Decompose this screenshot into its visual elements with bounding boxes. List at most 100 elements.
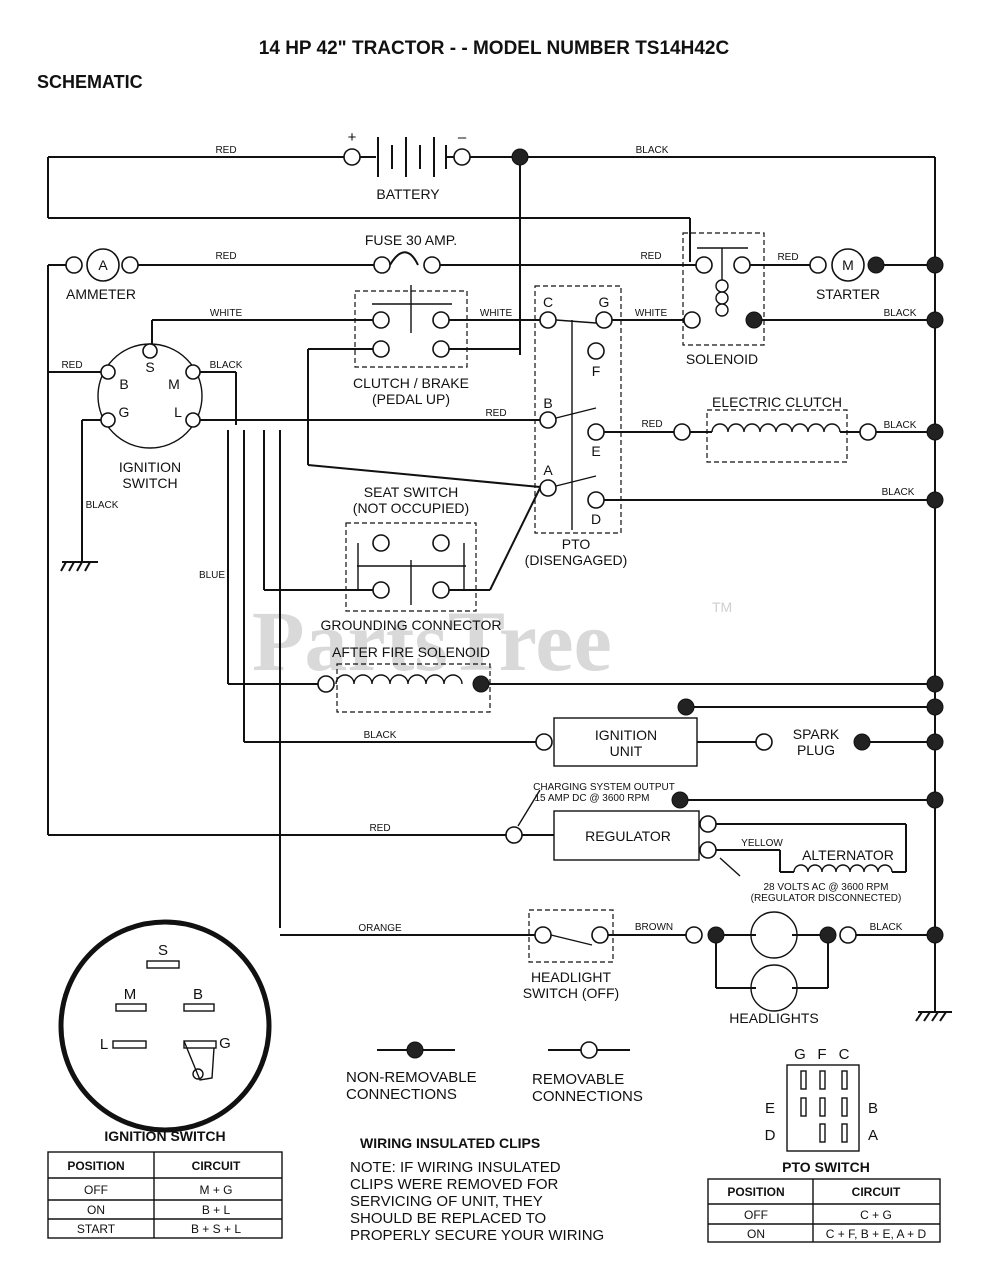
starter-label: STARTER xyxy=(816,286,880,302)
clips-note-line: SERVICING OF UNIT, THEY xyxy=(350,1193,543,1210)
pto-switch: C G F B E A D PTO (DISENGAGED) WHITE RED… xyxy=(525,285,935,568)
alternator-volts-sublabel: (REGULATOR DISCONNECTED) xyxy=(751,893,902,904)
clips-note-line: NOTE: IF WIRING INSULATED xyxy=(350,1159,561,1176)
regulator-label: REGULATOR xyxy=(585,828,671,844)
legend-nonremovable: NON-REMOVABLE xyxy=(346,1069,477,1086)
table-cell: M + G xyxy=(199,1183,232,1197)
wire-label-white: WHITE xyxy=(480,308,513,319)
ignition-unit: BLACK IGNITION UNIT SPARK PLUG xyxy=(244,698,935,767)
ignition-switch-label: IGNITION xyxy=(119,459,181,475)
page-title: 14 HP 42" TRACTOR - - MODEL NUMBER TS14H… xyxy=(259,38,730,59)
after-fire-solenoid: AFTER FIRE SOLENOID xyxy=(228,644,935,713)
after-fire-solenoid-label: AFTER FIRE SOLENOID xyxy=(332,644,490,660)
legend-removable: REMOVABLE xyxy=(532,1071,624,1088)
table-cell: ON xyxy=(747,1227,765,1241)
table-cell: C + G xyxy=(860,1208,892,1222)
pto-terminal-b: B xyxy=(543,395,552,411)
legend-removable-sub: CONNECTIONS xyxy=(532,1088,643,1105)
ignition-terminal-m: M xyxy=(168,376,180,392)
electric-clutch-label: ELECTRIC CLUTCH xyxy=(712,394,842,410)
pto-sublabel: (DISENGAGED) xyxy=(525,552,628,568)
ammeter-label: AMMETER xyxy=(66,286,136,302)
pto-switch-face: G F C E B D A xyxy=(765,1046,878,1152)
alternator-volts-label: 28 VOLTS AC @ 3600 RPM xyxy=(763,882,888,893)
wire-label-blue: BLUE xyxy=(199,570,225,581)
headlight-switch-label: HEADLIGHT xyxy=(531,969,612,985)
pto-terminal-f: F xyxy=(592,363,601,379)
wire-label-black: BLACK xyxy=(884,420,917,431)
pto-face-e: E xyxy=(765,1100,775,1117)
headlights: BLACK HEADLIGHTS xyxy=(685,911,935,1026)
solenoid: SOLENOID RED BLACK xyxy=(682,232,935,367)
starter: M STARTER xyxy=(809,248,935,302)
wire-label-black: BLACK xyxy=(884,308,917,319)
ignition-terminal-g: G xyxy=(119,404,130,420)
pto-face-g: G xyxy=(794,1046,806,1063)
ignition-unit-label: IGNITION xyxy=(595,727,657,743)
wire-label-white: WHITE xyxy=(635,308,668,319)
wire-label-red: RED xyxy=(215,251,236,262)
grounding-connector-label: GROUNDING CONNECTOR xyxy=(321,617,502,633)
pto-face-c: C xyxy=(839,1046,850,1063)
spark-plug-sublabel: PLUG xyxy=(797,742,835,758)
table-cell: B + L xyxy=(202,1203,231,1217)
clips-note-line: PROPERLY SECURE YOUR WIRING xyxy=(350,1227,604,1244)
connection-legend: NON-REMOVABLE CONNECTIONS REMOVABLE CONN… xyxy=(346,1041,643,1105)
ignition-terminal-s: S xyxy=(145,359,154,375)
ignition-table-header-position: POSITION xyxy=(67,1159,124,1173)
pto-terminal-e: E xyxy=(591,443,600,459)
pto-label: PTO xyxy=(562,536,591,552)
ignition-table-header-circuit: CIRCUIT xyxy=(192,1159,241,1173)
pto-terminal-g: G xyxy=(599,294,610,310)
legend-nonremovable-sub: CONNECTIONS xyxy=(346,1086,457,1103)
wire-label-orange: ORANGE xyxy=(358,923,402,934)
headlight-switch: ORANGE HEADLIGHT SWITCH (OFF) BROWN xyxy=(280,909,686,1001)
seat-switch: SEAT SWITCH (NOT OCCUPIED) GROUNDING CON… xyxy=(264,484,541,633)
wire-label-black: BLACK xyxy=(364,730,397,741)
seat-switch-label: SEAT SWITCH xyxy=(364,484,458,500)
wire-label-red: RED xyxy=(641,419,662,430)
pto-terminal-c: C xyxy=(543,294,553,310)
pto-face-d: D xyxy=(765,1127,776,1144)
table-cell: C + F, B + E, A + D xyxy=(826,1227,927,1241)
ammeter-circuit: A AMMETER RED FUSE 30 AMP. RED xyxy=(47,232,696,835)
wire-label-yellow: YELLOW xyxy=(741,838,783,849)
pto-table-title: PTO SWITCH xyxy=(782,1159,870,1175)
wire-label-black: BLACK xyxy=(870,922,903,933)
headlights-label: HEADLIGHTS xyxy=(729,1010,818,1026)
battery-label: BATTERY xyxy=(376,186,440,202)
wire-label-black: BLACK xyxy=(210,360,243,371)
clutch-brake-sublabel: (PEDAL UP) xyxy=(372,391,450,407)
wire-label-black: BLACK xyxy=(636,145,669,156)
table-cell: B + S + L xyxy=(191,1222,241,1236)
ground-bus xyxy=(915,157,952,1022)
wire-label-brown: BROWN xyxy=(635,922,673,933)
regulator: CHARGING SYSTEM OUTPUT 15 AMP DC @ 3600 … xyxy=(48,782,935,904)
wire-label-red: RED xyxy=(485,408,506,419)
table-cell: ON xyxy=(87,1203,105,1217)
ignition-terminal-b: B xyxy=(119,376,128,392)
charging-output-sublabel: 15 AMP DC @ 3600 RPM xyxy=(534,793,649,804)
wire-label-red: RED xyxy=(215,145,236,156)
clips-note-line: CLIPS WERE REMOVED FOR xyxy=(350,1176,559,1193)
starter-symbol: M xyxy=(842,257,854,273)
wire-label-black: BLACK xyxy=(86,500,119,511)
wire-label-white: WHITE xyxy=(210,308,243,319)
alternator-label: ALTERNATOR xyxy=(802,847,894,863)
pto-switch-table: PTO SWITCH POSITION CIRCUIT OFF C + G ON… xyxy=(707,1159,941,1243)
headlight-switch-sublabel: SWITCH (OFF) xyxy=(523,985,619,1001)
ignition-table-title: IGNITION SWITCH xyxy=(104,1128,225,1144)
wire-label-red: RED xyxy=(640,251,661,262)
clutch-brake-switch: CLUTCH / BRAKE (PEDAL UP) WHITE WHITE xyxy=(151,285,541,488)
ammeter-symbol: A xyxy=(98,257,108,273)
solenoid-label: SOLENOID xyxy=(686,351,758,367)
charging-output-label: CHARGING SYSTEM OUTPUT xyxy=(533,782,675,793)
watermark-tm: TM xyxy=(712,599,732,615)
ign-face-m: M xyxy=(124,986,137,1003)
ignition-switch-sublabel: SWITCH xyxy=(122,475,177,491)
spark-plug-label: SPARK xyxy=(793,726,840,742)
fuse-label: FUSE 30 AMP. xyxy=(365,232,457,248)
electric-clutch: ELECTRIC CLUTCH BLACK xyxy=(673,394,935,463)
wire-label-red: RED xyxy=(369,823,390,834)
